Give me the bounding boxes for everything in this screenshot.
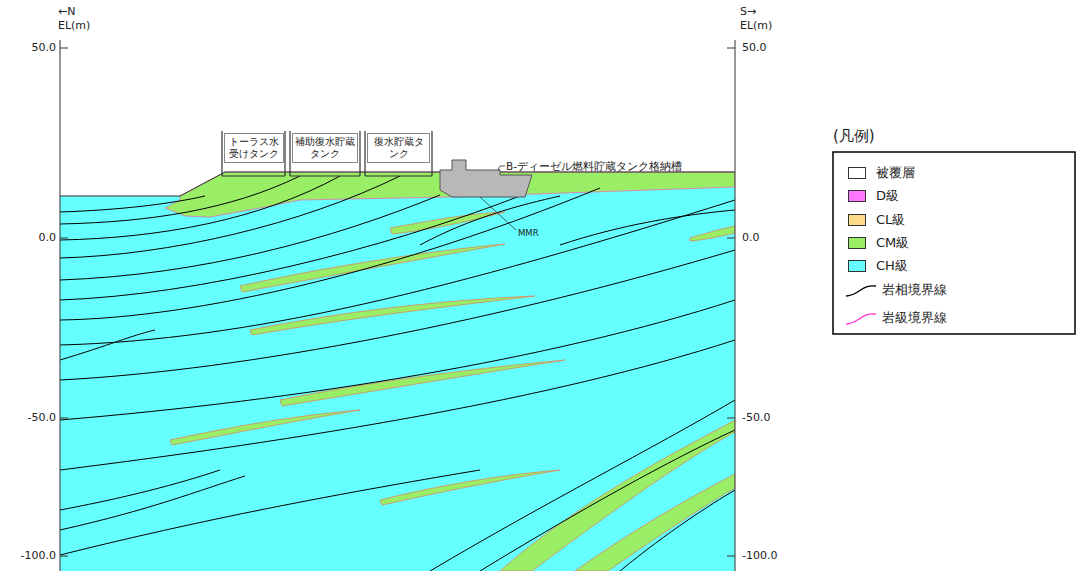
axis-label: -50.0 xyxy=(742,412,770,425)
leader-line xyxy=(498,166,505,170)
tank-box: 復水貯蔵タンク xyxy=(367,133,430,163)
geology xyxy=(60,172,735,571)
axis-label: -50.0 xyxy=(28,412,56,425)
axis-label: 50.0 xyxy=(32,42,57,55)
legend-text: CL級 xyxy=(876,213,905,228)
axis-label: ←N xyxy=(58,6,75,19)
legend-line-sample xyxy=(846,314,876,324)
axes xyxy=(60,40,735,571)
legend-frame xyxy=(833,152,1075,334)
axis-label: 0.0 xyxy=(39,232,57,245)
legend-swatch xyxy=(848,190,866,202)
structure-label: B-ディーゼル燃料貯蔵タンク格納槽 xyxy=(506,160,682,172)
tank-box: トーラス水受けタンク xyxy=(224,133,284,163)
leader-line xyxy=(480,197,516,230)
legend-swatch xyxy=(848,214,866,226)
legend-swatch xyxy=(848,167,866,179)
legend-text: CH級 xyxy=(876,259,908,274)
tank-name: 補助復水貯蔵タンク xyxy=(294,136,356,160)
axis-label: EL(m) xyxy=(58,20,90,33)
axis-label: 0.0 xyxy=(742,232,760,245)
legend-text: D級 xyxy=(876,189,899,204)
tank-name: 復水貯蔵タンク xyxy=(369,136,428,160)
callout-label: MMR xyxy=(518,229,539,239)
legend-title: (凡例) xyxy=(833,128,875,145)
legend-text: 岩級境界線 xyxy=(882,311,947,326)
axis-label: S→ xyxy=(740,6,756,19)
legend-text: CM級 xyxy=(876,236,909,251)
tanks xyxy=(222,131,432,176)
legend-text: 岩相境界線 xyxy=(882,283,947,298)
legend-swatch xyxy=(848,260,866,272)
legend-text: 被覆層 xyxy=(876,166,915,181)
legend-swatch xyxy=(848,237,866,249)
legend-line-sample xyxy=(846,286,876,296)
axis-label: EL(m) xyxy=(740,20,772,33)
axis-label: -100.0 xyxy=(742,550,777,563)
tank-box: 補助復水貯蔵タンク xyxy=(292,133,358,163)
axis-label: -100.0 xyxy=(21,550,56,563)
tank-name: トーラス水受けタンク xyxy=(226,136,282,160)
axis-label: 50.0 xyxy=(742,42,767,55)
